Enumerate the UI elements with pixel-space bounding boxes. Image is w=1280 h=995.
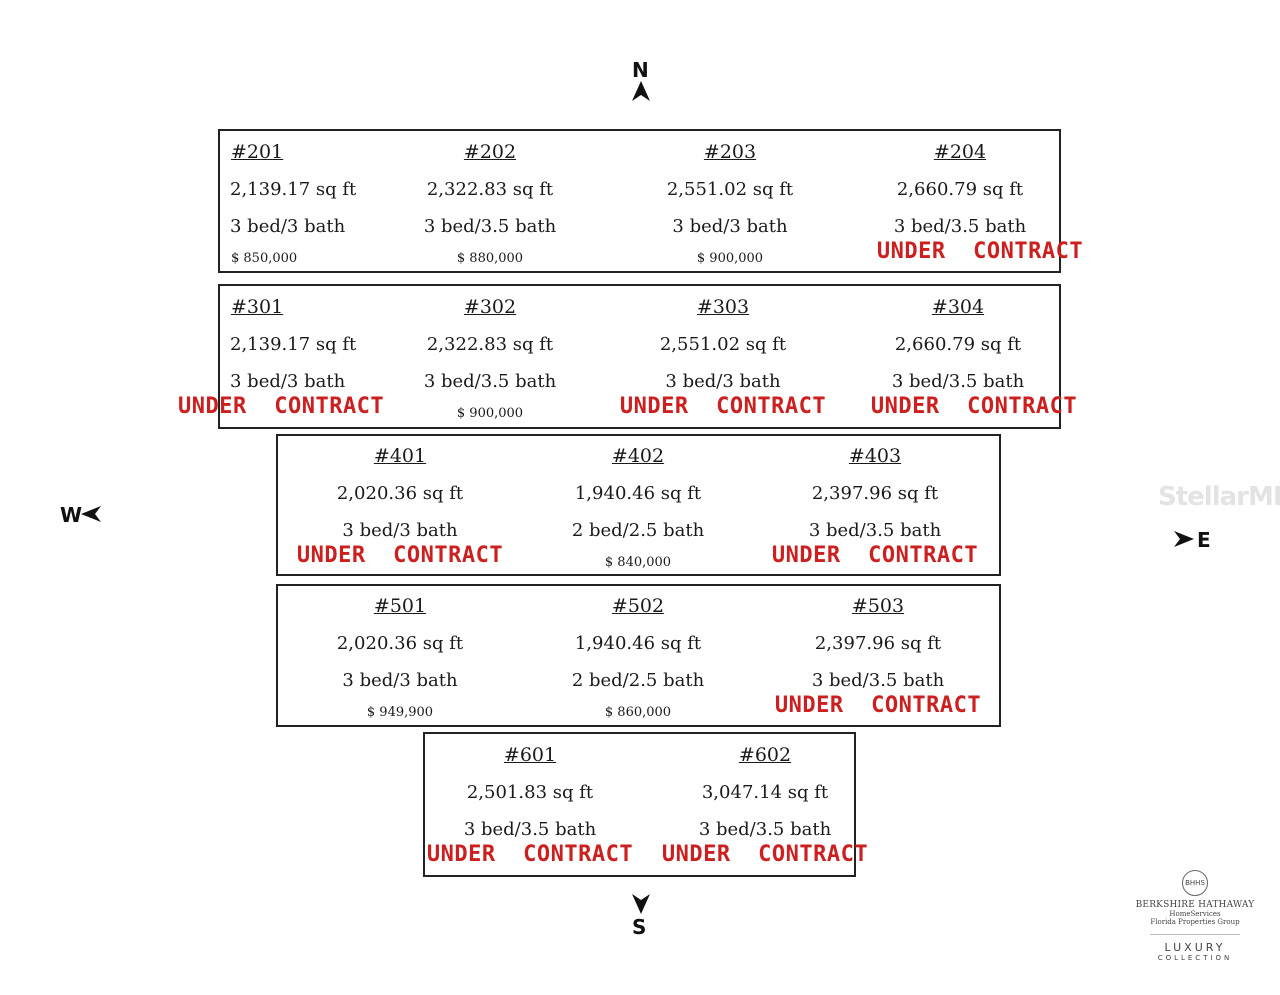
unit-beds: 3 bed/3 bath	[342, 520, 458, 541]
north-label: N	[632, 58, 649, 82]
unit-beds: 3 bed/3.5 bath	[893, 216, 1027, 237]
unit-beds: 2 bed/2.5 bath	[571, 520, 705, 541]
unit-sqft: 2,322.83 sq ft	[426, 334, 554, 355]
unit-sqft: 2,139.17 sq ft	[230, 334, 357, 355]
status-badge: UNDER CONTRACT	[876, 239, 1084, 264]
unit-beds: 3 bed/3.5 bath	[891, 371, 1025, 392]
unit-sqft: 2,020.36 sq ft	[336, 483, 464, 504]
unit-number: #303	[696, 296, 750, 318]
unit-beds: 3 bed/3.5 bath	[811, 670, 945, 691]
unit-sqft: 2,551.02 sq ft	[659, 334, 787, 355]
logo-divider	[1150, 934, 1240, 935]
unit-beds: 3 bed/3.5 bath	[423, 216, 557, 237]
unit-number: #502	[611, 595, 665, 617]
south-arrow-icon	[632, 894, 650, 914]
unit-price: $ 949,900	[366, 705, 434, 720]
brokerage-logo: BHHS BERKSHIRE HATHAWAY HomeServices Flo…	[1130, 870, 1260, 962]
unit-number: #201	[231, 141, 284, 163]
unit-sqft: 2,660.79 sq ft	[894, 334, 1022, 355]
floor-5-box	[276, 584, 1001, 727]
unit-number: #204	[933, 141, 987, 163]
unit-sqft: 2,551.02 sq ft	[666, 179, 794, 200]
unit-sqft: 2,020.36 sq ft	[336, 633, 464, 654]
logo-line-2: HomeServices	[1169, 910, 1221, 918]
north-arrow-icon	[632, 81, 650, 101]
unit-number: #301	[231, 296, 284, 318]
unit-price: $ 840,000	[604, 555, 672, 570]
unit-sqft: 3,047.14 sq ft	[701, 782, 829, 803]
unit-sqft: 1,940.46 sq ft	[574, 633, 702, 654]
unit-sqft: 1,940.46 sq ft	[574, 483, 702, 504]
unit-beds: 3 bed/3 bath	[342, 670, 458, 691]
logo-line-3: Florida Properties Group	[1150, 918, 1240, 926]
unit-beds: 3 bed/3.5 bath	[808, 520, 942, 541]
status-badge: UNDER CONTRACT	[771, 543, 979, 568]
unit-sqft: 2,660.79 sq ft	[896, 179, 1024, 200]
west-label: W	[60, 503, 83, 527]
logo-line-4: LUXURY	[1164, 941, 1226, 954]
unit-price: $ 860,000	[604, 705, 672, 720]
floor-6-box	[423, 732, 856, 877]
unit-price: $ 850,000	[231, 251, 298, 266]
unit-sqft: 2,501.83 sq ft	[466, 782, 594, 803]
status-badge: UNDER CONTRACT	[619, 394, 827, 419]
watermark: StellarMLS	[1158, 482, 1280, 512]
unit-price: $ 900,000	[696, 251, 764, 266]
floor-3-box	[218, 284, 1061, 429]
unit-beds: 3 bed/3 bath	[230, 371, 346, 392]
status-badge: UNDER CONTRACT	[426, 842, 634, 867]
east-label: E	[1197, 528, 1211, 552]
status-badge: UNDER CONTRACT	[296, 543, 504, 568]
unit-number: #601	[503, 744, 557, 766]
unit-beds: 3 bed/3.5 bath	[423, 371, 557, 392]
unit-number: #602	[738, 744, 792, 766]
unit-beds: 3 bed/3.5 bath	[463, 819, 597, 840]
unit-number: #503	[851, 595, 905, 617]
logo-line-5: COLLECTION	[1157, 954, 1233, 962]
status-badge: UNDER CONTRACT	[870, 394, 1078, 419]
unit-number: #202	[463, 141, 517, 163]
unit-sqft: 2,397.96 sq ft	[814, 633, 942, 654]
unit-number: #403	[848, 445, 902, 467]
unit-number: #501	[373, 595, 427, 617]
unit-number: #402	[611, 445, 665, 467]
status-badge: UNDER CONTRACT	[774, 693, 982, 718]
unit-price: $ 880,000	[456, 251, 524, 266]
floor-2-box	[218, 129, 1061, 273]
status-badge: UNDER CONTRACT	[178, 394, 385, 419]
unit-number: #304	[931, 296, 985, 318]
seal-icon: BHHS	[1182, 870, 1208, 896]
unit-beds: 2 bed/2.5 bath	[571, 670, 705, 691]
west-arrow-icon	[81, 506, 101, 522]
unit-beds: 3 bed/3 bath	[230, 216, 346, 237]
floor-4-box	[276, 434, 1001, 576]
unit-number: #401	[373, 445, 427, 467]
unit-sqft: 2,322.83 sq ft	[426, 179, 554, 200]
status-badge: UNDER CONTRACT	[661, 842, 869, 867]
unit-beds: 3 bed/3.5 bath	[698, 819, 832, 840]
unit-beds: 3 bed/3 bath	[672, 216, 788, 237]
south-label: S	[632, 915, 647, 939]
logo-line-1: BERKSHIRE HATHAWAY	[1135, 900, 1255, 910]
unit-price: $ 900,000	[456, 406, 524, 421]
unit-sqft: 2,397.96 sq ft	[811, 483, 939, 504]
unit-beds: 3 bed/3 bath	[665, 371, 781, 392]
unit-number: #302	[463, 296, 517, 318]
east-arrow-icon	[1174, 531, 1194, 547]
unit-sqft: 2,139.17 sq ft	[230, 179, 357, 200]
unit-number: #203	[703, 141, 757, 163]
